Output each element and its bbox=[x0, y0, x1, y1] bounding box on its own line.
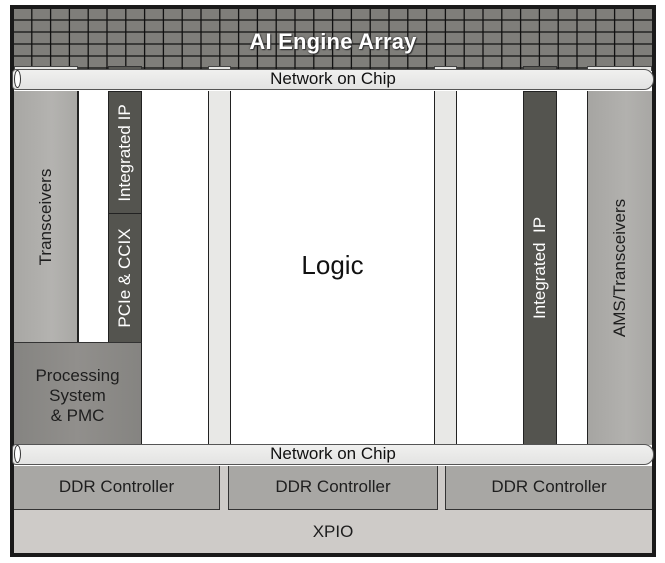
xpio-label: XPIO bbox=[312, 522, 354, 541]
network-on-chip-top: Network on Chip bbox=[12, 69, 654, 90]
transceivers-label: Transceivers bbox=[35, 168, 55, 266]
processing-system-pmc-block: Processing System & PMC bbox=[14, 342, 142, 445]
ai-engine-array-label: AI Engine Array bbox=[249, 29, 417, 54]
network-on-chip-bottom: Network on Chip bbox=[12, 444, 654, 465]
noc-vertical-left bbox=[208, 91, 231, 445]
transceivers-block: Transceivers bbox=[14, 91, 78, 343]
ams-transceivers-block: AMS/Transceivers bbox=[587, 91, 652, 445]
ddr-controller-2-label: DDR Controller bbox=[275, 477, 391, 496]
ps-label-line2: System bbox=[49, 386, 106, 405]
ai-engine-array: AI Engine Array bbox=[14, 9, 652, 70]
noc-stub bbox=[523, 66, 557, 71]
xpio-block: XPIO bbox=[14, 510, 652, 553]
ps-label-line1: Processing bbox=[35, 366, 120, 385]
noc-top-label: Network on Chip bbox=[270, 69, 396, 88]
noc-vertical-right bbox=[434, 91, 457, 445]
noc-stub bbox=[108, 66, 142, 71]
noc-end-cap-icon bbox=[14, 445, 21, 463]
divider bbox=[77, 91, 79, 343]
ps-label-line3: & PMC bbox=[50, 406, 105, 425]
ai-engine-grid bbox=[14, 9, 652, 70]
noc-stub bbox=[587, 66, 652, 71]
integrated-ip-left-block: Integrated IP bbox=[108, 91, 142, 214]
integrated-ip-right-block: Integrated IP bbox=[523, 91, 557, 445]
ddr-controller-1-label: DDR Controller bbox=[58, 477, 175, 496]
ddr-controller-1: DDR Controller bbox=[14, 466, 220, 510]
integrated-ip-right-label: Integrated IP bbox=[530, 216, 549, 320]
noc-stub bbox=[208, 66, 231, 71]
noc-bottom-label: Network on Chip bbox=[270, 444, 396, 463]
logic-label: Logic bbox=[301, 250, 364, 280]
noc-end-cap-icon bbox=[14, 70, 21, 88]
ams-transceivers-label: AMS/Transceivers bbox=[610, 198, 629, 338]
ddr-controller-3: DDR Controller bbox=[445, 466, 652, 510]
pcie-ccix-label: PCIe & CCIX bbox=[115, 228, 134, 328]
integrated-ip-left-label: Integrated IP bbox=[115, 103, 134, 202]
noc-stub bbox=[14, 66, 78, 71]
noc-stub bbox=[434, 66, 457, 71]
ddr-controller-3-label: DDR Controller bbox=[491, 477, 607, 496]
ddr-controller-2: DDR Controller bbox=[228, 466, 438, 510]
pcie-ccix-block: PCIe & CCIX bbox=[108, 213, 142, 343]
